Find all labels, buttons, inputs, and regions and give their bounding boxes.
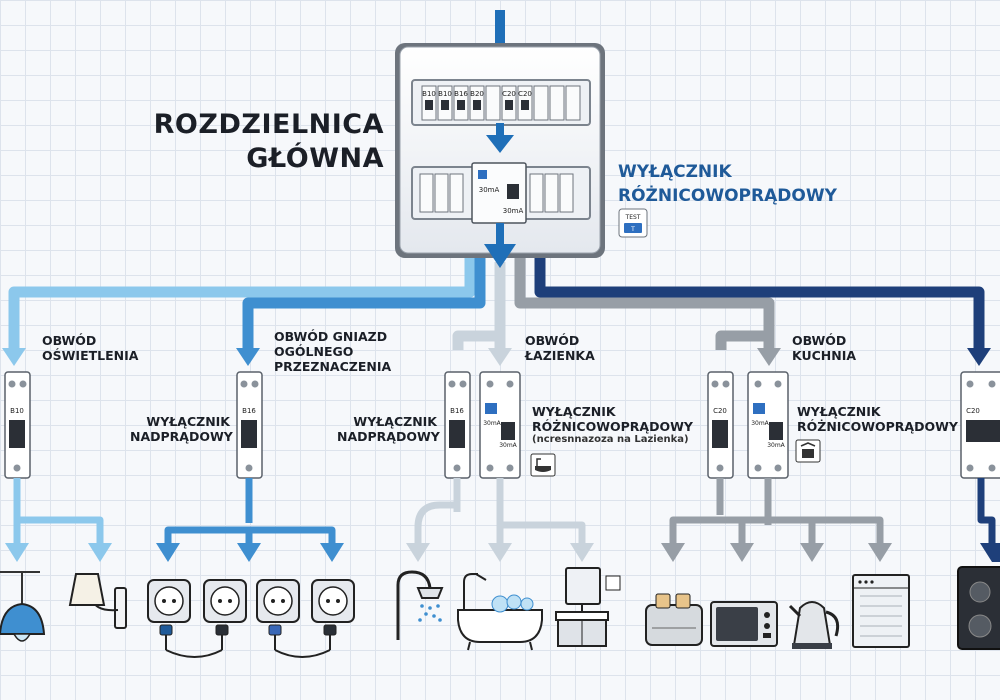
sockets-circuit-label: OBWÓD GNIAZD OGÓLNEGO PRZEZNACZENIA	[274, 329, 391, 374]
main-rcd-rating: 30mA	[503, 207, 524, 215]
wire-sockets	[242, 258, 486, 350]
rcd-label-kitchen: WYŁĄCZNIK RÓŻNICOWOPRĄDOWY	[797, 404, 958, 434]
socket-icon	[203, 579, 247, 650]
test-button-icon: TEST T	[618, 208, 648, 238]
mcb-label-line2: NADPRĄDOWY	[337, 429, 440, 444]
bathroom-circuit-label-line2: ŁAZIENKA	[525, 348, 595, 363]
svg-text:C20: C20	[966, 407, 980, 415]
mcb-label-bathroom: WYŁĄCZNIK NADPRĄDOWY	[337, 414, 440, 444]
main-rcd-module: 30mA 30mA	[471, 162, 527, 224]
shower-icon	[396, 570, 444, 640]
mcb-label: C20	[502, 90, 516, 98]
bathtub-small-icon	[530, 453, 556, 477]
svg-text:B10: B10	[10, 407, 24, 415]
mcb-lighting: B10	[4, 371, 31, 479]
mcb-sockets: B16	[236, 371, 263, 479]
rcd-label-line2: RÓŻNICOWOPRĄDOWY	[797, 419, 958, 434]
mcb-label-line1: WYŁĄCZNIK	[353, 414, 437, 429]
induction-hob-icon	[957, 566, 1000, 650]
main-distribution-board: B10 B10 B16 B20 C20 C20 30mA 30mA	[395, 43, 605, 268]
dishwasher-icon	[852, 574, 910, 648]
sockets-circuit-label-line3: PRZEZNACZENIA	[274, 359, 392, 374]
kitchen-circuit-label: OBWÓD KUCHNIA	[792, 333, 856, 363]
mcb-label: B16	[454, 90, 468, 98]
ceiling-lamp-icon	[0, 571, 46, 642]
kitchen-circuit-label-line2: KUCHNIA	[792, 348, 857, 363]
socket-icon	[147, 579, 191, 650]
appliance-small-icon	[795, 439, 821, 463]
sockets-circuit-label-line1: OBWÓD GNIAZD	[274, 329, 388, 344]
socket-icon	[256, 579, 300, 650]
washbasin-icon	[555, 567, 621, 647]
microwave-icon	[710, 601, 778, 647]
toaster-icon	[645, 593, 703, 646]
svg-text:30mA: 30mA	[767, 442, 785, 449]
mcb-label-line2: NADPRĄDOWY	[130, 429, 233, 444]
main-rcd-rating: 30mA	[479, 186, 500, 194]
wire-right	[534, 258, 985, 350]
lighting-circuit-label-line2: OŚWIETLENIA	[42, 348, 139, 363]
mcb-kitchen: C20	[707, 371, 734, 479]
rcd-title-line2: RÓŻNICOWOPRĄDOWY	[618, 186, 837, 206]
bathroom-rcd-note: (ncresnnazoza na Lazienka)	[532, 434, 689, 445]
lighting-circuit-label: OBWÓD OŚWIETLENIA	[42, 333, 138, 363]
board-title-line2: GŁÓWNA	[246, 143, 384, 174]
mcb-label-sockets: WYŁĄCZNIK NADPRĄDOWY	[130, 414, 233, 444]
wire-kitchen	[514, 258, 775, 350]
svg-text:B16: B16	[242, 407, 256, 415]
rcd-bathroom: 30mA 30mA	[479, 371, 521, 479]
mcb-label: C20	[518, 90, 532, 98]
board-title: ROZDZIELNICA GŁÓWNA	[150, 108, 384, 176]
svg-text:T: T	[630, 226, 635, 233]
wire-kitchen-branch	[715, 330, 769, 350]
svg-text:30mA: 30mA	[751, 420, 769, 427]
rcd-title-line1: WYŁĄCZNIK	[618, 162, 732, 182]
sockets-circuit-label-line2: OGÓLNEGO	[274, 344, 354, 359]
wire-arrowheads	[2, 348, 991, 366]
svg-text:B16: B16	[450, 407, 464, 415]
mcb-label: B10	[422, 90, 436, 98]
mcb-bathroom: B16	[444, 371, 471, 479]
main-mcb-row: B10 B10 B16 B20 C20 C20	[421, 85, 581, 121]
svg-text:TEST: TEST	[625, 214, 641, 221]
kitchen-circuit-label-line1: OBWÓD	[792, 333, 847, 348]
bathtub-icon	[457, 573, 543, 651]
bathroom-circuit-label-line1: OBWÓD	[525, 333, 580, 348]
lighting-circuit-label-line1: OBWÓD	[42, 333, 97, 348]
bathroom-circuit-label: OBWÓD ŁAZIENKA	[525, 333, 595, 363]
svg-text:30mA: 30mA	[499, 442, 517, 449]
kettle-icon	[788, 601, 840, 649]
wire-bathroom-branch	[452, 330, 500, 350]
board-title-line1: ROZDZIELNICA	[153, 109, 384, 140]
rcd-label-bathroom: WYŁĄCZNIK RÓŻNICOWOPRĄDOWY (ncresnnazoza…	[532, 404, 693, 446]
mcb-label-line1: WYŁĄCZNIK	[146, 414, 230, 429]
svg-text:C20: C20	[713, 407, 727, 415]
rcd-title: WYŁĄCZNIK RÓŻNICOWOPRĄDOWY	[618, 160, 837, 208]
rcd-kitchen: 30mA 30mA	[747, 371, 789, 479]
rcd-label-line1: WYŁĄCZNIK	[532, 404, 616, 419]
svg-text:30mA: 30mA	[483, 420, 501, 427]
wire-lighting	[8, 258, 476, 350]
mcb-right: C20	[960, 371, 1000, 479]
socket-icon	[311, 579, 355, 650]
mcb-label: B10	[438, 90, 452, 98]
mcb-label: B20	[470, 90, 484, 98]
rcd-label-line2: RÓŻNICOWOPRĄDOWY	[532, 419, 693, 434]
rcd-label-line1: WYŁĄCZNIK	[797, 404, 881, 419]
wall-lamp-icon	[68, 573, 127, 629]
